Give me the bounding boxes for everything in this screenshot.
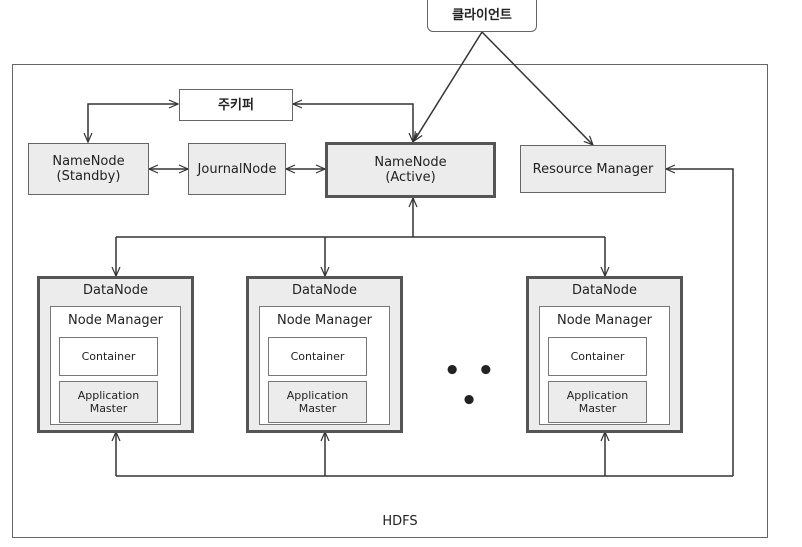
datanode-3: DataNode Node Manager Container Applicat… xyxy=(526,276,683,433)
node-manager-box: Node Manager Container Application Maste… xyxy=(539,306,670,425)
node-manager-box: Node Manager Container Application Maste… xyxy=(259,306,390,425)
namenode-standby-status: (Standby) xyxy=(56,169,121,184)
hdfs-label: HDFS xyxy=(382,514,418,529)
zookeeper-box: 주키퍼 xyxy=(179,89,293,121)
client-label: 클라이언트 xyxy=(452,8,512,23)
datanode-title: DataNode xyxy=(83,283,148,298)
client-to-resource-manager-line xyxy=(481,31,595,147)
container-box: Container xyxy=(59,337,158,376)
node-manager-box: Node Manager Container Application Maste… xyxy=(50,306,181,425)
resource-manager-box: Resource Manager xyxy=(520,145,666,193)
container-label: Container xyxy=(81,350,136,363)
node-manager-label: Node Manager xyxy=(556,313,653,328)
namenode-standby-box: NameNode (Standby) xyxy=(28,143,149,195)
node-manager-label: Node Manager xyxy=(67,313,164,328)
datanode-title: DataNode xyxy=(572,283,637,298)
container-box: Container xyxy=(548,337,647,376)
client-to-namenode-line xyxy=(413,31,483,143)
application-master-label-line2: Master xyxy=(89,402,128,415)
container-box: Container xyxy=(268,337,367,376)
namenode-active-status: (Active) xyxy=(385,170,436,185)
namenode-standby-title: NameNode xyxy=(52,154,125,169)
application-master-label-line1: Application xyxy=(286,389,349,402)
resource-manager-label: Resource Manager xyxy=(532,161,654,177)
container-label: Container xyxy=(570,350,625,363)
application-master-box: Application Master xyxy=(548,381,647,423)
namenode-active-title: NameNode xyxy=(374,155,447,170)
journalnode-label: JournalNode xyxy=(197,161,277,177)
application-master-label-line2: Master xyxy=(298,402,337,415)
datanode-2: DataNode Node Manager Container Applicat… xyxy=(246,276,403,433)
zookeeper-label: 주키퍼 xyxy=(218,97,254,113)
application-master-box: Application Master xyxy=(268,381,367,423)
node-manager-label: Node Manager xyxy=(276,313,373,328)
application-master-label-line1: Application xyxy=(77,389,140,402)
application-master-label-line2: Master xyxy=(578,402,617,415)
container-label: Container xyxy=(290,350,345,363)
zookeeper-to-active-line xyxy=(291,99,418,144)
datanode-1: DataNode Node Manager Container Applicat… xyxy=(37,276,194,433)
application-master-box: Application Master xyxy=(59,381,158,423)
datanode-title: DataNode xyxy=(292,283,357,298)
zookeeper-to-standby-line xyxy=(83,99,180,144)
namenode-active-box: NameNode (Active) xyxy=(325,142,496,198)
application-master-label-line1: Application xyxy=(566,389,629,402)
more-datanodes-ellipsis: • • • xyxy=(443,356,499,416)
client-box: 클라이언트 xyxy=(427,0,537,32)
feedback-to-resource-manager-line xyxy=(664,164,734,476)
journalnode-box: JournalNode xyxy=(188,143,286,195)
